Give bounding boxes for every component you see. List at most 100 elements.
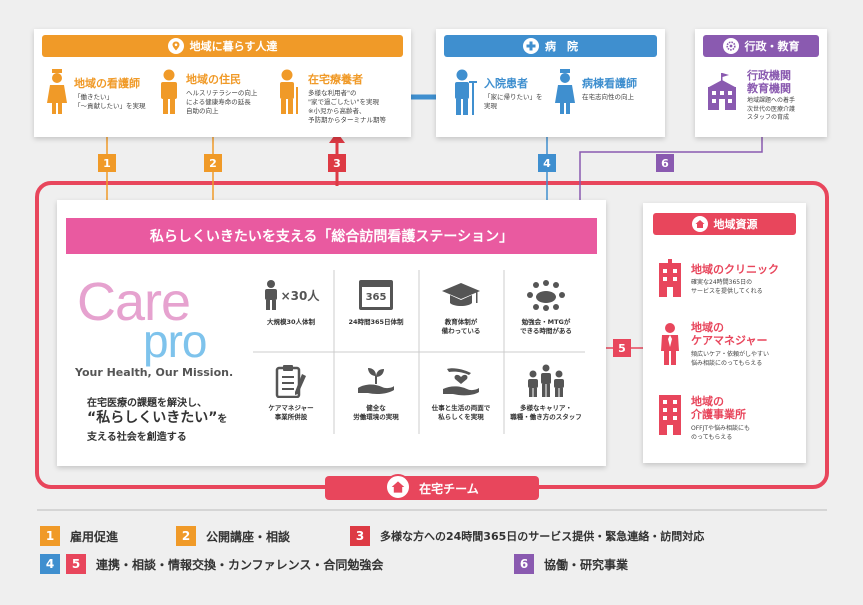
legend-badge-4: 4 [40, 554, 60, 574]
feature-24h-365: 365 24時間365日体制 [334, 266, 418, 348]
gov-edu-title: 行政・教育 [744, 40, 800, 53]
clipboard-icon [275, 365, 306, 398]
feature-education: 教育体制が 備わっている [419, 266, 503, 348]
legend-text-45: 連携・相談・情報交換・カンファレンス・合同勉強会 [96, 557, 384, 572]
legend-badge-5: 5 [66, 554, 86, 574]
care-facility-icon [659, 395, 681, 435]
feature-label: 教育体制が 備わっている [441, 318, 481, 335]
hospital-title: 病 院 [545, 40, 578, 53]
mission-line-2: “私らしくいきたい”を [87, 410, 228, 426]
mission-line-3: 支える社会を創造する [87, 432, 187, 443]
carepro-logo: Care pro [77, 272, 242, 370]
station-card: 私らしくいきたいを支える「総合訪問看護ステーション」 Care pro Your… [57, 200, 606, 466]
clinic-title: 地域のクリニック [691, 263, 779, 276]
staff-count: ×30人 [280, 288, 320, 303]
badge-3: 3 [328, 154, 346, 172]
hospital-header: 病 院 [444, 35, 657, 57]
elderly-icon [280, 69, 298, 114]
feature-label: 健全な 労働環境の実現 [353, 404, 399, 421]
legend-badge-6: 6 [514, 554, 534, 574]
gov-edu-header: 行政・教育 [703, 35, 819, 57]
feature-diverse-staff: 多様なキャリア・ 職種・働き方のスタッフ [504, 352, 588, 434]
map-pin-icon [167, 38, 184, 54]
feature-label: 多様なキャリア・ 職種・働き方のスタッフ [510, 404, 582, 421]
local-resources-card: 地域資源 地域のクリニック 確実な24時間365日の サービスを提供してくれる … [643, 203, 806, 463]
care-manager-title: 地域の ケアマネジャー [691, 321, 768, 347]
local-resources-title: 地域資源 [713, 218, 758, 231]
feature-label: 大規模30人体制 [266, 318, 316, 326]
inpatient-icon [455, 69, 477, 115]
hospital-card: 病 院 入院患者 「家に帰りたい」を 実現 病棟看護師 在宅志向性の向上 [436, 29, 665, 137]
resident-icon [161, 69, 177, 114]
feature-work-life: 仕事と生活の両面で 私らしくを実現 [419, 352, 503, 434]
mission-line-1: 在宅医療の課題を解決し、 [87, 398, 207, 409]
station-banner-text: 私らしくいきたいを支える「総合訪問看護ステーション」 [149, 229, 514, 245]
graduation-cap-icon [442, 283, 480, 306]
legend-1: 1 雇用促進 [40, 526, 118, 546]
legend-text-2: 公開講座・相談 [206, 529, 291, 544]
badge-5: 5 [613, 339, 631, 357]
home-team-text: 在宅チーム [419, 481, 479, 496]
gear-icon [722, 38, 739, 54]
badge-6: 6 [656, 154, 674, 172]
nurse-icon [47, 69, 67, 114]
line-6 [579, 136, 763, 214]
feature-meeting: 勉強会・MTGが できる時間がある [504, 266, 588, 348]
ward-nurse-icon [555, 69, 575, 114]
gov-edu-body-title: 行政機関 教育機関 [747, 69, 791, 95]
local-patient-title: 在宅療養者 [308, 73, 363, 86]
care-facility-title: 地域の 介護事業所 [691, 395, 746, 421]
local-nurse-title: 地域の看護師 [74, 77, 140, 90]
inpatient-title: 入院患者 [484, 77, 528, 90]
legend-badge-2: 2 [176, 526, 196, 546]
care-manager-icon [661, 323, 679, 365]
care-facility-desc: OFFJTや悩み相談にも のってもらえる [691, 425, 751, 441]
legend-text-1: 雇用促進 [70, 529, 119, 544]
local-resident-title: 地域の住民 [186, 73, 241, 86]
legend-45: 4 5 連携・相談・情報交換・カンファレンス・合同勉強会 [40, 554, 383, 574]
legend-2: 2 公開講座・相談 [176, 526, 290, 546]
clinic-desc: 確実な24時間365日の サービスを提供してくれる [691, 279, 763, 295]
gov-edu-card: 行政・教育 行政機関 教育機関 地域課題への着手 次世代の医療介護 スタッフの育… [695, 29, 827, 137]
legend-text-3: 多様な方への24時間365日のサービス提供・緊急連絡・訪問対応 [380, 530, 705, 543]
ward-nurse-desc: 在宅志向性の向上 [582, 93, 634, 101]
badge-1: 1 [98, 154, 116, 172]
local-people-title: 地域に暮らす人達 [189, 40, 278, 53]
feature-label: 勉強会・MTGが できる時間がある [520, 318, 572, 335]
badge-4: 4 [538, 154, 556, 172]
feature-grid: ×30人 大規模30人体制 365 24時間365日体制 教育体制が 備わってい… [249, 266, 589, 438]
feature-label: 仕事と生活の両面で 私らしくを実現 [431, 404, 491, 421]
station-banner: 私らしくいきたいを支える「総合訪問看護ステーション」 [66, 218, 597, 254]
local-people-header: 地域に暮らす人達 [42, 35, 403, 57]
grid-lines [253, 270, 585, 434]
home-icon [385, 474, 412, 500]
logo-care: Care [77, 272, 191, 332]
local-nurse-desc: 「働きたい」 「～貢献したい」を実現 [74, 93, 146, 110]
legend-6: 6 協働・研究事業 [514, 554, 628, 574]
feature-label: 24時間365日体制 [348, 318, 404, 326]
staff-group-icon [528, 364, 564, 397]
legend-badge-1: 1 [40, 526, 60, 546]
school-building-icon [708, 73, 736, 110]
feature-work-environment: 健全な 労働環境の実現 [334, 352, 418, 434]
gov-edu-desc: 地域課題への着手 次世代の医療介護 スタッフの育成 [747, 97, 796, 121]
legend-badge-3: 3 [350, 526, 370, 546]
local-resources-header: 地域資源 [653, 213, 796, 235]
feature-staff-30: ×30人 大規模30人体制 [249, 266, 333, 348]
medical-cross-icon [523, 38, 539, 54]
local-patient-desc: 多様な利用者"の "家で過ごしたい"を実現 ※小児から高齢者、 予防期からターミ… [308, 89, 386, 124]
calendar-icon: 365 [359, 280, 393, 310]
ward-nurse-title: 病棟看護師 [582, 77, 637, 90]
meeting-icon [527, 280, 565, 311]
home-team-label: 在宅チーム [325, 474, 539, 500]
local-people-card: 地域に暮らす人達 地域の看護師 「働きたい」 「～貢献したい」を実現 地域の住民… [34, 29, 411, 137]
person-icon [264, 280, 277, 310]
clinic-icon [659, 259, 681, 297]
legend-3: 3 多様な方への24時間365日のサービス提供・緊急連絡・訪問対応 [350, 526, 704, 546]
logo-pro: pro [143, 315, 207, 367]
local-resident-desc: ヘルスリテラシーの向上 による健康寿命の延長 自助の向上 [186, 89, 258, 115]
heart-hands-icon [443, 368, 479, 396]
home-icon [691, 216, 708, 232]
care-manager-desc: 頻広いケア・依頼がしやすい 悩み相談にのってもらえる [691, 351, 769, 367]
feature-care-manager: ケアマネジャー 事業所併設 [249, 352, 333, 434]
